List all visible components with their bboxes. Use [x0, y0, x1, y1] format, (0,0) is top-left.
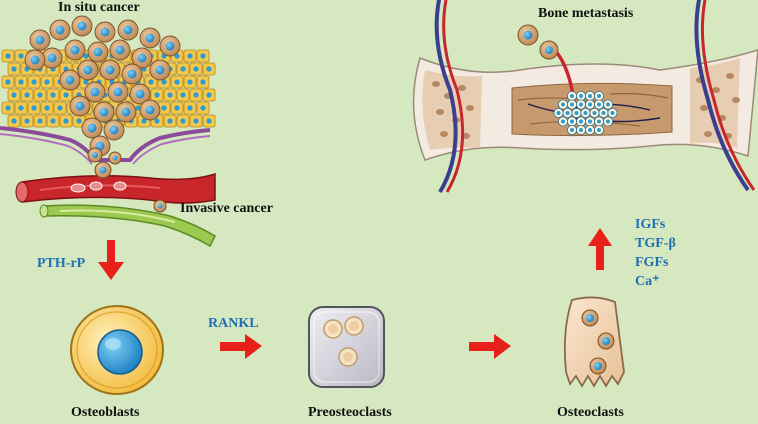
arrow-right-rankl	[220, 334, 262, 359]
label-pth-rp: PTH-rP	[37, 256, 86, 271]
arriving-tumor-cells	[517, 24, 559, 60]
in-situ-cancer-tissue	[0, 15, 216, 165]
label-bone-metastasis: Bone metastasis	[538, 6, 634, 21]
tumor-mass	[24, 15, 181, 157]
preosteoclast-nuclei	[323, 316, 364, 367]
blood-vessels	[15, 147, 216, 248]
factor-fgfs: FGFs	[635, 255, 669, 270]
label-preosteoclasts: Preosteoclasts	[308, 405, 392, 420]
label-osteoclasts: Osteoclasts	[557, 405, 624, 420]
preosteoclast-cell	[308, 306, 385, 388]
osteoblast-cell	[70, 305, 164, 395]
osteoblast-nucleus	[97, 329, 143, 375]
label-invasive-cancer: Invasive cancer	[180, 201, 273, 216]
factor-list: IGFs TGF-β FGFs Ca⁺	[635, 215, 676, 291]
label-rankl: RANKL	[208, 316, 259, 331]
arrow-right-osteoclast	[469, 334, 511, 359]
lymph-vessel-green	[43, 204, 216, 248]
bone-diagram	[412, 0, 758, 194]
factor-calcium: Ca⁺	[635, 274, 660, 289]
arrow-up-factors	[588, 228, 612, 270]
osteoclast-cell	[563, 296, 625, 388]
label-osteoblasts: Osteoblasts	[71, 405, 140, 420]
factor-igfs: IGFs	[635, 217, 666, 232]
circulating-tumor-cells	[87, 147, 167, 213]
metastasis-cluster	[553, 91, 618, 136]
arrow-down-pthrp	[98, 240, 124, 280]
factor-tgf-beta: TGF-β	[635, 236, 676, 251]
osteoclast-nuclei	[581, 309, 615, 375]
label-in-situ-cancer: In situ cancer	[58, 0, 140, 15]
